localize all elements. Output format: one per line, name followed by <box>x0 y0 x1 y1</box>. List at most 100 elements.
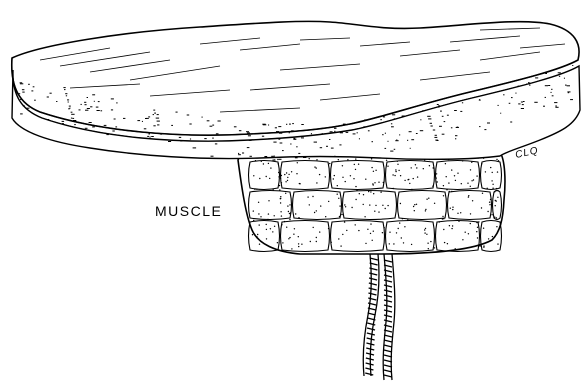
muscle-dot <box>386 160 387 161</box>
muscle-dot <box>387 205 388 206</box>
muscle-dot <box>488 238 489 239</box>
fat-dot <box>558 72 561 73</box>
fat-dot <box>535 77 538 78</box>
fat-dot <box>334 128 337 129</box>
muscle-dot <box>359 193 360 194</box>
muscle-dot <box>291 248 292 249</box>
fat-dot <box>67 99 69 100</box>
muscle-dot <box>452 207 453 208</box>
muscle-dot <box>472 200 473 201</box>
fat-dot <box>484 129 486 130</box>
muscle-dot <box>274 215 275 216</box>
muscle-dot <box>297 162 298 163</box>
fat-dot <box>145 118 147 119</box>
fat-dot <box>444 121 446 122</box>
fat-dot <box>518 86 520 87</box>
fat-dot <box>430 123 432 124</box>
muscle-dot <box>442 216 443 217</box>
fat-dot <box>286 124 287 125</box>
vessel-ring <box>369 288 377 290</box>
muscle-dot <box>277 242 278 243</box>
fat-dot <box>503 94 504 95</box>
fat-dot <box>455 135 457 136</box>
fat-dot <box>438 107 440 108</box>
fat-dot <box>340 132 343 133</box>
fat-dot <box>215 143 217 144</box>
muscle-dot <box>373 231 374 232</box>
muscle-dot <box>309 204 310 205</box>
fat-dot <box>84 102 86 103</box>
fat-dot <box>543 106 545 107</box>
fat-dot <box>500 113 501 114</box>
fat-dot <box>111 109 113 110</box>
muscle-dot <box>413 178 414 179</box>
muscle-dot <box>429 165 430 166</box>
fat-dot <box>437 104 439 105</box>
fat-dot <box>69 108 70 109</box>
muscle-dot <box>460 212 461 213</box>
muscle-dot <box>491 214 492 215</box>
muscle-dot <box>434 203 435 204</box>
fat-dot <box>427 116 430 117</box>
fat-dot <box>142 121 143 122</box>
fat-dot <box>68 102 69 103</box>
fat-dot <box>410 148 411 149</box>
muscle-dot <box>350 175 351 176</box>
muscle-dot <box>399 222 400 223</box>
fat-dot <box>435 135 437 136</box>
fat-dot <box>278 139 280 140</box>
fat-dot <box>353 133 356 134</box>
fat-dot <box>85 104 87 105</box>
fat-dot <box>282 150 284 151</box>
fat-dot <box>334 131 335 132</box>
fat-dot <box>97 110 100 111</box>
muscle-dot <box>492 236 493 237</box>
muscle-dot <box>468 196 469 197</box>
muscle-dot <box>309 158 310 159</box>
fat-dot <box>301 124 304 125</box>
muscle-dot <box>298 217 299 218</box>
muscle-dot <box>413 206 414 207</box>
muscle-dot <box>380 192 381 193</box>
muscle-dot <box>490 167 491 168</box>
fat-dot <box>161 134 162 135</box>
fat-dot <box>298 153 300 154</box>
fat-dot <box>521 102 523 103</box>
fat-dot <box>189 124 191 125</box>
muscle-dot <box>316 237 317 238</box>
muscle-dot <box>496 188 497 189</box>
fat-dot <box>548 85 550 86</box>
vessel-ring <box>369 278 377 280</box>
fat-dot <box>204 138 206 139</box>
muscle-dot <box>425 210 426 211</box>
muscle-dot <box>415 164 416 165</box>
fat-dot <box>391 123 392 124</box>
fat-dot <box>46 119 49 120</box>
muscle-dot <box>337 185 338 186</box>
muscle-dot <box>280 196 281 197</box>
muscle-dot <box>358 164 359 165</box>
fat-dot <box>65 93 67 94</box>
muscle-dot <box>498 160 499 161</box>
muscle-dot <box>491 180 492 181</box>
fat-dot <box>326 146 328 147</box>
fat-dot <box>64 89 66 90</box>
vessel-ring <box>384 305 392 307</box>
muscle-dot <box>450 208 451 209</box>
muscle-dot <box>374 182 375 183</box>
muscle-dot <box>355 224 356 225</box>
vessel-ring <box>384 285 392 287</box>
fat-dot <box>357 132 358 133</box>
vessel-ring <box>365 373 373 375</box>
muscle-dot <box>392 174 393 175</box>
muscle-dot <box>402 218 403 219</box>
fat-dot <box>112 131 114 132</box>
fat-dot <box>385 148 387 149</box>
muscle-dot <box>319 174 320 175</box>
muscle-dot <box>476 175 477 176</box>
fat-dot <box>339 144 341 145</box>
muscle-dot <box>344 221 345 222</box>
muscle-dot <box>268 163 269 164</box>
fat-dot <box>79 109 81 110</box>
muscle-dot <box>414 204 415 205</box>
